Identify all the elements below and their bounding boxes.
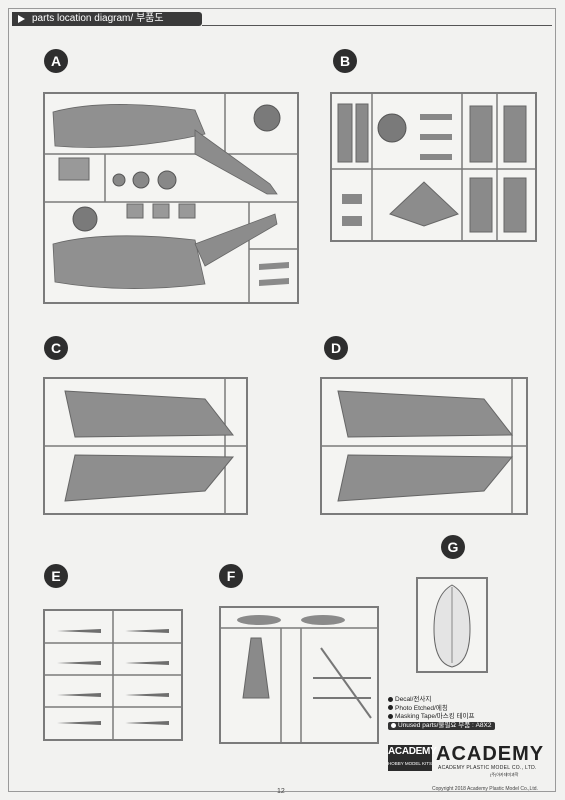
academy-wordmark: ACADEMY <box>436 743 545 765</box>
sprue-b-drawing <box>332 94 535 240</box>
sprue-e-drawing <box>45 611 181 739</box>
sprue-label-f: F <box>219 564 243 588</box>
wheel-part <box>132 171 150 189</box>
rod-part <box>320 647 372 719</box>
wheel-part <box>112 173 126 187</box>
legend-unused-label: Unused parts/ <box>398 721 439 729</box>
sprue-label-b: B <box>333 49 357 73</box>
panel-part <box>469 105 493 163</box>
bar-part <box>420 154 452 160</box>
missile-part <box>125 721 169 725</box>
wing-lower <box>64 454 235 502</box>
bullet-icon <box>388 696 393 702</box>
wing-upper <box>64 390 235 438</box>
bar-part <box>420 134 452 140</box>
sprue-label-d: D <box>324 336 348 360</box>
academy-company-name: ACADEMY PLASTIC MODEL CO., LTD. <box>438 765 537 771</box>
academy-logo-badge: ACADEMY HOBBY MODEL KITS <box>388 745 437 771</box>
logo-main-text: ACADEMY <box>388 746 437 757</box>
exhaust-part <box>72 206 98 232</box>
fuselage-half-bottom <box>52 235 206 289</box>
panel-part <box>503 105 527 163</box>
sprue-d-drawing <box>322 379 526 513</box>
missile-part <box>125 629 169 633</box>
legend-unused-parts: Unused parts/불필요 부품 : A8X2 <box>388 721 495 731</box>
sprue-b <box>330 92 537 242</box>
panel-part <box>355 103 369 163</box>
panel-part <box>469 177 493 233</box>
sprue-e <box>43 609 183 741</box>
missile-part <box>57 721 101 725</box>
delta-part <box>389 181 459 227</box>
legend-photo-etched: Photo Etched/에칭 <box>388 705 495 714</box>
tail-fin-bottom <box>194 213 278 267</box>
missile-part <box>57 629 101 633</box>
academy-company-name-kr: (주)아카데미과학 <box>490 772 519 777</box>
legend-decal: Decal/전사지 <box>388 696 495 705</box>
small-part <box>342 216 362 226</box>
section-header: parts location diagram/ 부품도 <box>12 12 202 26</box>
strut-part <box>259 262 289 270</box>
legend-masking-tape: Masking Tape/마스킹 테이프 <box>388 713 495 722</box>
wing-lower <box>337 454 514 502</box>
missile-part <box>57 661 101 665</box>
sprue-g <box>416 577 488 673</box>
sprue-label-g: G <box>441 535 465 559</box>
wing-upper <box>337 390 514 438</box>
sprue-c <box>43 377 248 515</box>
sprue-label-c: C <box>44 336 68 360</box>
panel-part <box>503 177 527 233</box>
legend-photo-etched-label: Photo Etched/에칭 <box>395 704 448 712</box>
bullet-icon <box>391 722 396 728</box>
legend-unused-kr-label: 불필요 부품 : A8X2 <box>438 721 492 729</box>
legend: Decal/전사지 Photo Etched/에칭 Masking Tape/마… <box>388 696 495 731</box>
page-frame <box>8 8 556 792</box>
legend-decal-label: Decal/전사지 <box>395 696 432 703</box>
sprue-f <box>219 606 379 744</box>
small-part <box>342 194 362 204</box>
missile-part <box>125 693 169 697</box>
sprue-label-a: A <box>44 49 68 73</box>
sprue-g-drawing <box>433 584 471 668</box>
tank-part <box>301 615 345 625</box>
bullet-icon <box>388 713 393 719</box>
intake-part <box>377 113 407 143</box>
header-rule <box>202 25 552 26</box>
panel-part <box>337 103 353 163</box>
sprue-f-drawing <box>221 615 377 742</box>
bar-part <box>420 114 452 120</box>
logo-sub-text: HOBBY MODEL KITS <box>388 761 433 766</box>
sprue-c-drawing <box>45 379 246 513</box>
small-plate <box>58 157 90 181</box>
missile-part <box>57 693 101 697</box>
intake-part <box>253 104 281 132</box>
bullet-icon <box>388 705 393 711</box>
strut-part <box>259 278 289 286</box>
section-title: parts location diagram/ 부품도 <box>32 13 164 24</box>
sprue-d <box>320 377 528 515</box>
small-part <box>152 203 170 219</box>
copyright-text: Copyright 2018 Academy Plastic Model Co.… <box>432 786 538 792</box>
small-part <box>178 203 196 219</box>
page-number: 12 <box>277 788 285 795</box>
missile-part <box>125 661 169 665</box>
arrow-icon <box>18 15 25 23</box>
tank-part <box>237 615 281 625</box>
fuselage-half-top <box>52 104 206 148</box>
legend-masking-tape-label: Masking Tape/마스킹 테이프 <box>395 713 475 721</box>
small-part <box>126 203 144 219</box>
sprue-a-drawing <box>45 94 297 302</box>
sprue-a <box>43 92 299 304</box>
cone-part <box>242 637 270 699</box>
sprue-label-e: E <box>44 564 68 588</box>
wheel-part <box>157 170 177 190</box>
tail-fin-top <box>194 129 278 195</box>
